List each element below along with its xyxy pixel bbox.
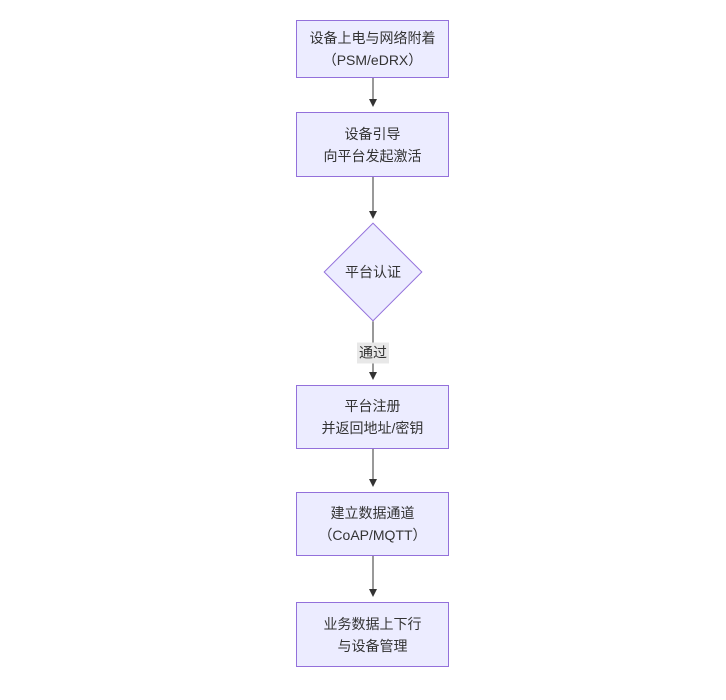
node-label-line: 并返回地址/密钥 — [321, 420, 424, 436]
node-label-line: 建立数据通道 — [330, 505, 415, 521]
node-data-channel: 建立数据通道 （CoAP/MQTT） — [296, 492, 449, 556]
node-label-line: （CoAP/MQTT） — [318, 527, 427, 543]
edge-label-pass: 通过 — [357, 342, 389, 364]
node-device-bootstrap: 设备引导 向平台发起激活 — [296, 112, 449, 177]
node-label-line: 与设备管理 — [337, 637, 408, 654]
decision-platform-auth-label: 平台认证 — [345, 264, 401, 280]
node-label-line: 向平台发起激活 — [323, 147, 422, 164]
node-platform-register: 平台注册 并返回地址/密钥 — [296, 385, 449, 449]
node-label-line: 设备引导 — [344, 125, 401, 142]
node-business-data: 业务数据上下行 与设备管理 — [296, 602, 449, 667]
node-label-line: 业务数据上下行 — [323, 615, 422, 632]
node-label-line: 设备上电与网络附着 — [309, 30, 436, 46]
node-label-line: （PSM/eDRX） — [322, 52, 423, 68]
node-device-power-attach: 设备上电与网络附着 （PSM/eDRX） — [296, 20, 449, 78]
node-label-line: 平台注册 — [344, 398, 401, 414]
